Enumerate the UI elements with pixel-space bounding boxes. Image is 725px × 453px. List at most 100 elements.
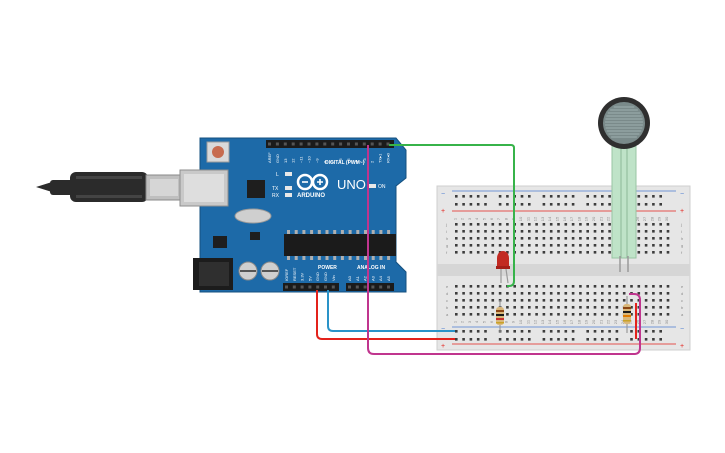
breadboard-hole[interactable] — [520, 299, 524, 302]
breadboard-hole[interactable] — [601, 306, 604, 309]
breadboard-hole[interactable] — [644, 244, 648, 247]
breadboard-hole[interactable] — [542, 285, 546, 288]
header-pin[interactable] — [268, 142, 271, 146]
breadboard-hole[interactable] — [549, 330, 553, 333]
breadboard-hole[interactable] — [579, 285, 582, 288]
header-pin[interactable] — [291, 142, 295, 146]
breadboard-hole[interactable] — [520, 223, 524, 226]
breadboard-hole[interactable] — [484, 306, 487, 309]
breadboard-hole[interactable] — [469, 292, 473, 295]
breadboard-hole[interactable] — [593, 230, 597, 233]
breadboard-hole[interactable] — [469, 285, 473, 288]
header-pin[interactable] — [323, 142, 327, 146]
breadboard-hole[interactable] — [462, 223, 465, 226]
breadboard-hole[interactable] — [571, 330, 575, 333]
breadboard-hole[interactable] — [637, 230, 641, 233]
header-pin[interactable] — [307, 142, 311, 146]
breadboard-hole[interactable] — [491, 299, 495, 302]
breadboard-hole[interactable] — [586, 244, 589, 247]
breadboard-hole[interactable] — [564, 203, 568, 206]
breadboard-hole[interactable] — [506, 313, 509, 316]
breadboard-hole[interactable] — [484, 244, 487, 247]
breadboard-hole[interactable] — [549, 338, 553, 341]
breadboard-hole[interactable] — [637, 251, 641, 254]
breadboard-hole[interactable] — [571, 285, 575, 288]
breadboard-hole[interactable] — [506, 251, 509, 254]
breadboard-hole[interactable] — [659, 313, 662, 316]
breadboard-hole[interactable] — [644, 285, 648, 288]
usb-cable[interactable] — [36, 172, 183, 202]
breadboard-hole[interactable] — [557, 285, 560, 288]
breadboard-hole[interactable] — [644, 338, 648, 341]
breadboard-hole[interactable] — [666, 237, 670, 240]
breadboard-hole[interactable] — [579, 237, 582, 240]
breadboard-hole[interactable] — [644, 313, 648, 316]
breadboard-hole[interactable] — [455, 299, 458, 302]
breadboard-hole[interactable] — [549, 203, 553, 206]
breadboard-hole[interactable] — [549, 306, 553, 309]
breadboard-hole[interactable] — [659, 338, 662, 341]
breadboard-hole[interactable] — [535, 292, 538, 295]
breadboard-hole[interactable] — [542, 313, 546, 316]
breadboard-hole[interactable] — [498, 203, 502, 206]
breadboard-hole[interactable] — [484, 195, 487, 198]
breadboard-hole[interactable] — [513, 330, 516, 333]
red-led[interactable] — [496, 251, 510, 284]
breadboard-hole[interactable] — [506, 244, 509, 247]
wire-green[interactable] — [389, 144, 515, 287]
header-pin[interactable] — [285, 285, 288, 289]
breadboard-hole[interactable] — [469, 230, 473, 233]
breadboard-hole[interactable] — [652, 292, 655, 295]
breadboard-hole[interactable] — [491, 292, 495, 295]
breadboard-hole[interactable] — [520, 292, 524, 295]
breadboard-hole[interactable] — [528, 313, 531, 316]
breadboard-hole[interactable] — [564, 223, 568, 226]
breadboard-hole[interactable] — [564, 306, 568, 309]
breadboard-hole[interactable] — [476, 306, 480, 309]
breadboard-hole[interactable] — [549, 313, 553, 316]
breadboard-hole[interactable] — [579, 299, 582, 302]
breadboard-hole[interactable] — [564, 195, 568, 198]
breadboard-hole[interactable] — [659, 223, 662, 226]
breadboard-hole[interactable] — [506, 306, 509, 309]
breadboard-hole[interactable] — [498, 223, 502, 226]
breadboard-hole[interactable] — [593, 299, 597, 302]
header-pin[interactable] — [300, 285, 304, 289]
breadboard-hole[interactable] — [462, 299, 465, 302]
breadboard-hole[interactable] — [520, 237, 524, 240]
breadboard-hole[interactable] — [644, 306, 648, 309]
breadboard-hole[interactable] — [586, 237, 589, 240]
breadboard-hole[interactable] — [666, 292, 670, 295]
breadboard-hole[interactable] — [579, 223, 582, 226]
analog-header-pins[interactable] — [348, 285, 390, 289]
breadboard-hole[interactable] — [630, 285, 633, 288]
breadboard-hole[interactable] — [535, 244, 538, 247]
breadboard-hole[interactable] — [652, 330, 655, 333]
breadboard-hole[interactable] — [659, 285, 662, 288]
breadboard-hole[interactable] — [615, 338, 619, 341]
breadboard-hole[interactable] — [564, 285, 568, 288]
breadboard-hole[interactable] — [659, 330, 662, 333]
breadboard-hole[interactable] — [542, 223, 546, 226]
breadboard-hole[interactable] — [615, 285, 619, 288]
power-header-pins[interactable] — [285, 285, 335, 289]
breadboard-hole[interactable] — [462, 338, 465, 341]
breadboard-hole[interactable] — [528, 223, 531, 226]
breadboard-hole[interactable] — [637, 237, 641, 240]
breadboard-hole[interactable] — [542, 338, 546, 341]
breadboard-hole[interactable] — [659, 195, 662, 198]
header-pin[interactable] — [283, 142, 287, 146]
breadboard-hole[interactable] — [498, 230, 502, 233]
breadboard-hole[interactable] — [542, 251, 546, 254]
header-pin[interactable] — [315, 142, 319, 146]
breadboard-hole[interactable] — [593, 195, 597, 198]
breadboard-hole[interactable] — [652, 285, 655, 288]
breadboard-hole[interactable] — [513, 338, 516, 341]
breadboard-hole[interactable] — [513, 313, 516, 316]
breadboard-hole[interactable] — [644, 292, 648, 295]
breadboard-hole[interactable] — [652, 244, 655, 247]
breadboard-hole[interactable] — [491, 313, 495, 316]
breadboard-hole[interactable] — [542, 299, 546, 302]
header-pin[interactable] — [348, 285, 351, 289]
breadboard-hole[interactable] — [476, 230, 480, 233]
